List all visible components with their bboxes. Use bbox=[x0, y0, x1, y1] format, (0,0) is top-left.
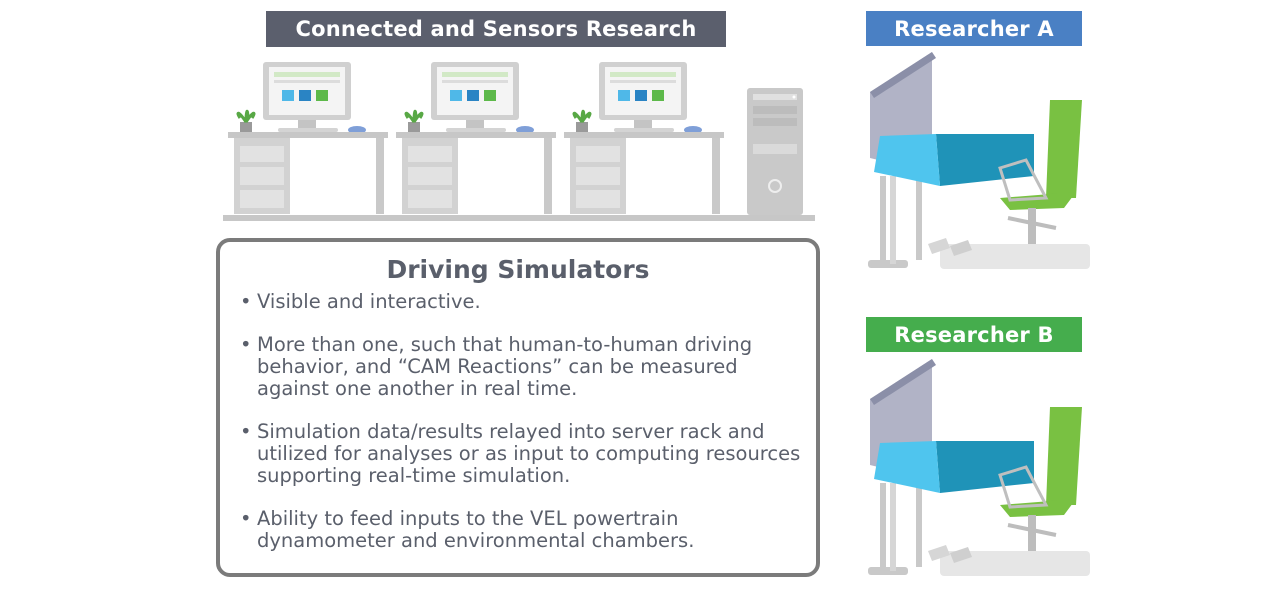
workstation-2 bbox=[396, 62, 556, 214]
researcher-b-banner: Researcher B bbox=[866, 317, 1082, 352]
driving-simulators-panel: Driving Simulators • Visible and interac… bbox=[216, 238, 820, 577]
bullet-text: More than one, such that human-to-human … bbox=[257, 333, 753, 400]
researcher-a-banner: Researcher A bbox=[866, 11, 1082, 46]
lab-workstations-illustration bbox=[223, 62, 815, 221]
bullet-text: Ability to feed inputs to the VEL powert… bbox=[257, 507, 695, 552]
driving-simulator-a-illustration bbox=[868, 52, 1090, 269]
lab-title-banner: Connected and Sensors Research bbox=[266, 11, 726, 47]
workstation-3 bbox=[564, 62, 724, 214]
bullet-list: • Visible and interactive. • More than o… bbox=[220, 291, 816, 552]
simulator-rig-icon bbox=[868, 52, 1090, 269]
panel-title: Driving Simulators bbox=[386, 255, 650, 284]
desk-computer-icon bbox=[396, 62, 556, 214]
driving-simulator-b-illustration bbox=[868, 359, 1090, 576]
desk-computer-icon bbox=[228, 62, 388, 214]
bullet-text: Visible and interactive. bbox=[257, 290, 481, 313]
server-tower-icon bbox=[747, 88, 803, 215]
floor-line bbox=[223, 215, 815, 221]
bullet-dot: • bbox=[240, 507, 252, 530]
bullet-item-3: • Simulation data/results relayed into s… bbox=[240, 421, 806, 487]
simulator-rig-icon bbox=[868, 359, 1090, 576]
bullet-dot: • bbox=[240, 290, 252, 313]
bullet-item-4: • Ability to feed inputs to the VEL powe… bbox=[240, 508, 806, 552]
bullet-dot: • bbox=[240, 333, 252, 356]
workstation-1 bbox=[228, 62, 388, 214]
bullet-item-2: • More than one, such that human-to-huma… bbox=[240, 334, 806, 400]
bullet-text: Simulation data/results relayed into ser… bbox=[257, 420, 801, 487]
bullet-dot: • bbox=[240, 420, 252, 443]
bullet-item-1: • Visible and interactive. bbox=[240, 291, 806, 313]
desk-computer-icon bbox=[564, 62, 724, 214]
